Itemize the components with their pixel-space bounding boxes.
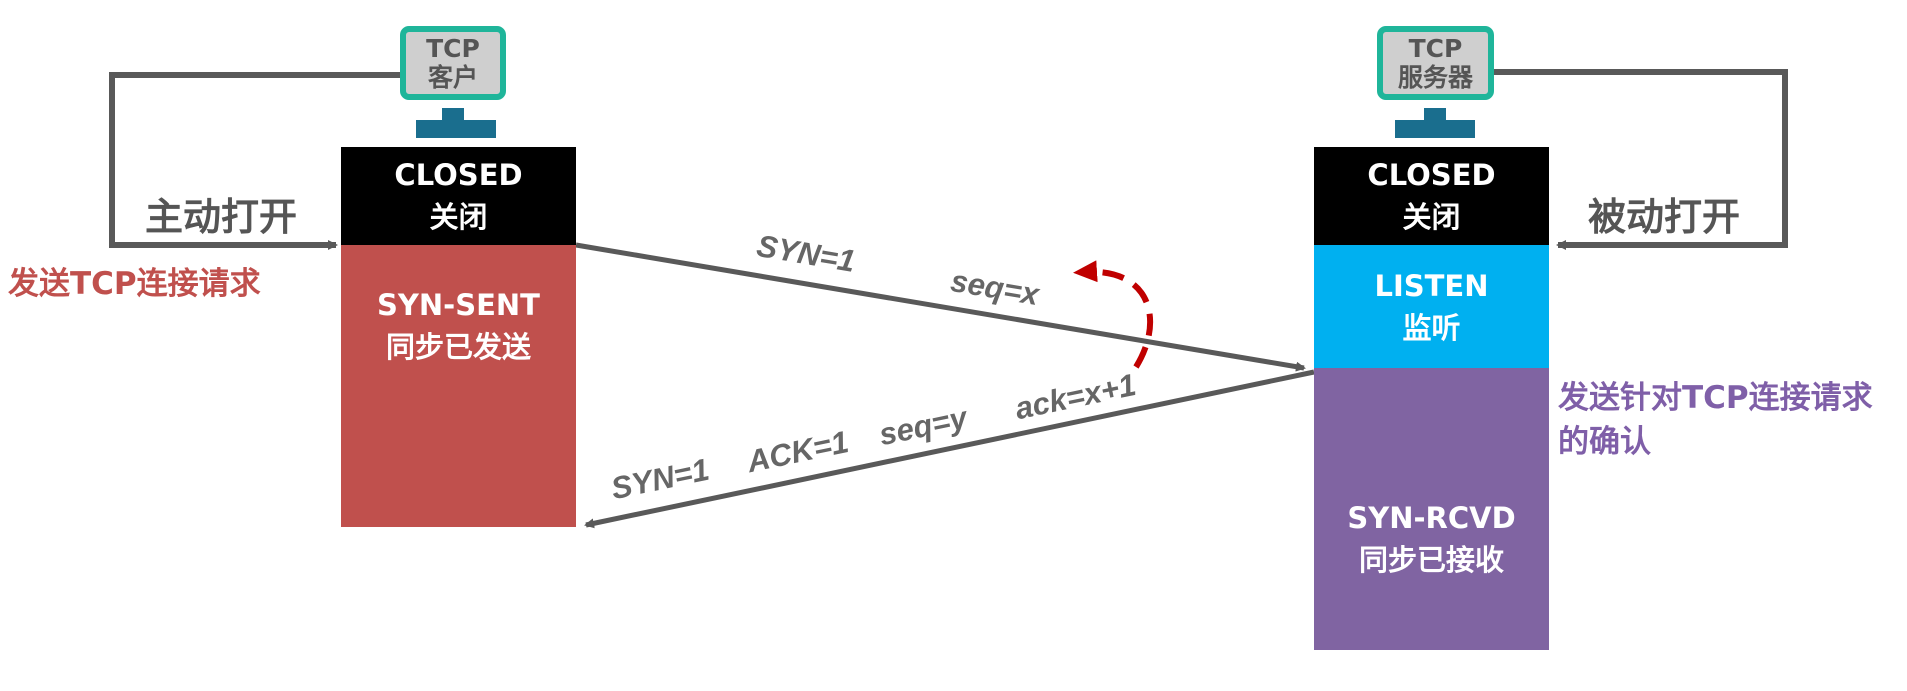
server-passive-open-label: 被动打开 (1588, 195, 1741, 239)
server-ack-note-line1: 发送针对TCP连接请求 (1558, 380, 1873, 416)
client-request-note: 发送TCP连接请求 (8, 266, 261, 302)
server-listen-label: LISTEN (1374, 268, 1489, 303)
server-monitor-stand (1395, 120, 1475, 138)
server-monitor-icon: TCP 服务器 (1377, 26, 1494, 100)
ack-reference-arrow (1073, 260, 1153, 369)
client-syn-sent-state: SYN-SENT 同步已发送 (341, 245, 576, 527)
server-syn-rcvd-label: SYN-RCVD (1347, 501, 1516, 535)
server-listen-sublabel: 监听 (1402, 310, 1461, 345)
server-ack-note: 发送针对TCP连接请求 的确认 (1558, 376, 1873, 464)
client-closed-label: CLOSED (394, 158, 523, 192)
server-monitor-line1: TCP (1408, 34, 1463, 63)
client-monitor-icon: TCP 客户 (400, 26, 506, 100)
client-active-open-label: 主动打开 (145, 195, 298, 239)
client-syn-sent-sublabel: 同步已发送 (385, 330, 531, 364)
client-monitor-line1: TCP (426, 34, 480, 63)
server-syn-rcvd-state: SYN-RCVD 同步已接收 (1314, 368, 1549, 650)
server-ack-note-line2: 的确认 (1558, 424, 1651, 460)
server-closed-label: CLOSED (1367, 158, 1496, 192)
server-listen-state: LISTEN 监听 (1314, 245, 1549, 368)
client-monitor-line2: 客户 (427, 63, 478, 92)
client-open-connector (109, 72, 400, 250)
client-closed-state: CLOSED 关闭 (341, 147, 576, 245)
syn-ack-arrow (584, 369, 1315, 529)
server-open-connector (1494, 69, 1788, 250)
server-monitor-line2: 服务器 (1397, 63, 1473, 92)
client-closed-sublabel: 关闭 (429, 200, 488, 234)
client-monitor-neck (442, 108, 464, 120)
syn-arrow (575, 242, 1306, 372)
client-syn-sent-label: SYN-SENT (377, 288, 540, 322)
server-syn-rcvd-sublabel: 同步已接收 (1358, 543, 1504, 577)
server-monitor-neck (1424, 108, 1446, 120)
server-closed-state: CLOSED 关闭 (1314, 147, 1549, 245)
server-closed-sublabel: 关闭 (1402, 200, 1461, 234)
client-monitor-stand (416, 120, 496, 138)
